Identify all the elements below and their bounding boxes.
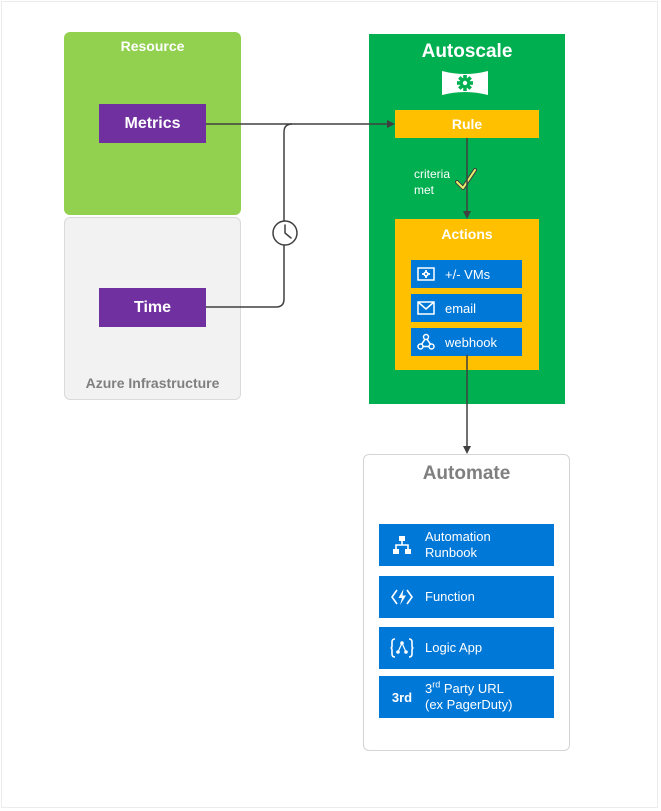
hierarchy-icon bbox=[379, 535, 425, 555]
envelope-icon bbox=[411, 301, 441, 315]
automate-item-logic-app: Logic App bbox=[379, 627, 554, 669]
third-party-label-pre: 3 bbox=[425, 681, 433, 696]
time-to-rule-line bbox=[206, 123, 293, 308]
third-party-badge: 3rd bbox=[391, 689, 413, 705]
runbook-label-line2: Runbook bbox=[425, 545, 478, 560]
action-vms-label: +/- VMs bbox=[445, 266, 491, 282]
automate-item-function: Function bbox=[379, 576, 554, 618]
webhook-icon bbox=[411, 333, 441, 351]
automate-item-third-party: 3rd 3rd Party URL (ex PagerDuty) bbox=[379, 676, 554, 718]
action-email: email bbox=[411, 294, 522, 322]
azure-infrastructure-title: Azure Infrastructure bbox=[85, 375, 220, 391]
third-party-label-line2: (ex PagerDuty) bbox=[425, 697, 513, 712]
actions-title: Actions bbox=[441, 226, 493, 242]
function-label: Function bbox=[425, 589, 475, 604]
action-vms: +/- VMs bbox=[411, 260, 522, 288]
action-webhook: webhook bbox=[411, 328, 522, 356]
rule-box: Rule bbox=[395, 110, 539, 138]
lightning-icon bbox=[379, 588, 425, 606]
vm-scale-icon bbox=[411, 267, 441, 281]
runbook-label-line1: Automation bbox=[425, 529, 491, 544]
logic-app-label: Logic App bbox=[425, 640, 483, 655]
time-box: Time bbox=[99, 288, 206, 327]
third-party-label-post: Party URL bbox=[440, 681, 504, 696]
clock-icon bbox=[272, 220, 298, 246]
logic-app-icon bbox=[379, 638, 425, 658]
action-email-label: email bbox=[445, 300, 477, 316]
checkmark-icon bbox=[455, 168, 477, 192]
autoscale-title: Autoscale bbox=[421, 41, 513, 62]
criteria-met-label: criteria met bbox=[414, 167, 451, 197]
autoscale-gear-icon bbox=[440, 68, 490, 98]
action-webhook-label: webhook bbox=[445, 334, 498, 350]
azure-infrastructure-panel: Azure Infrastructure bbox=[64, 217, 241, 400]
third-party-label-sup: rd bbox=[432, 679, 441, 690]
automate-item-runbook: Automation Runbook bbox=[379, 524, 554, 566]
metrics-box: Metrics bbox=[99, 104, 206, 143]
resource-title: Resource bbox=[120, 38, 185, 54]
automate-title: Automate bbox=[422, 463, 511, 484]
